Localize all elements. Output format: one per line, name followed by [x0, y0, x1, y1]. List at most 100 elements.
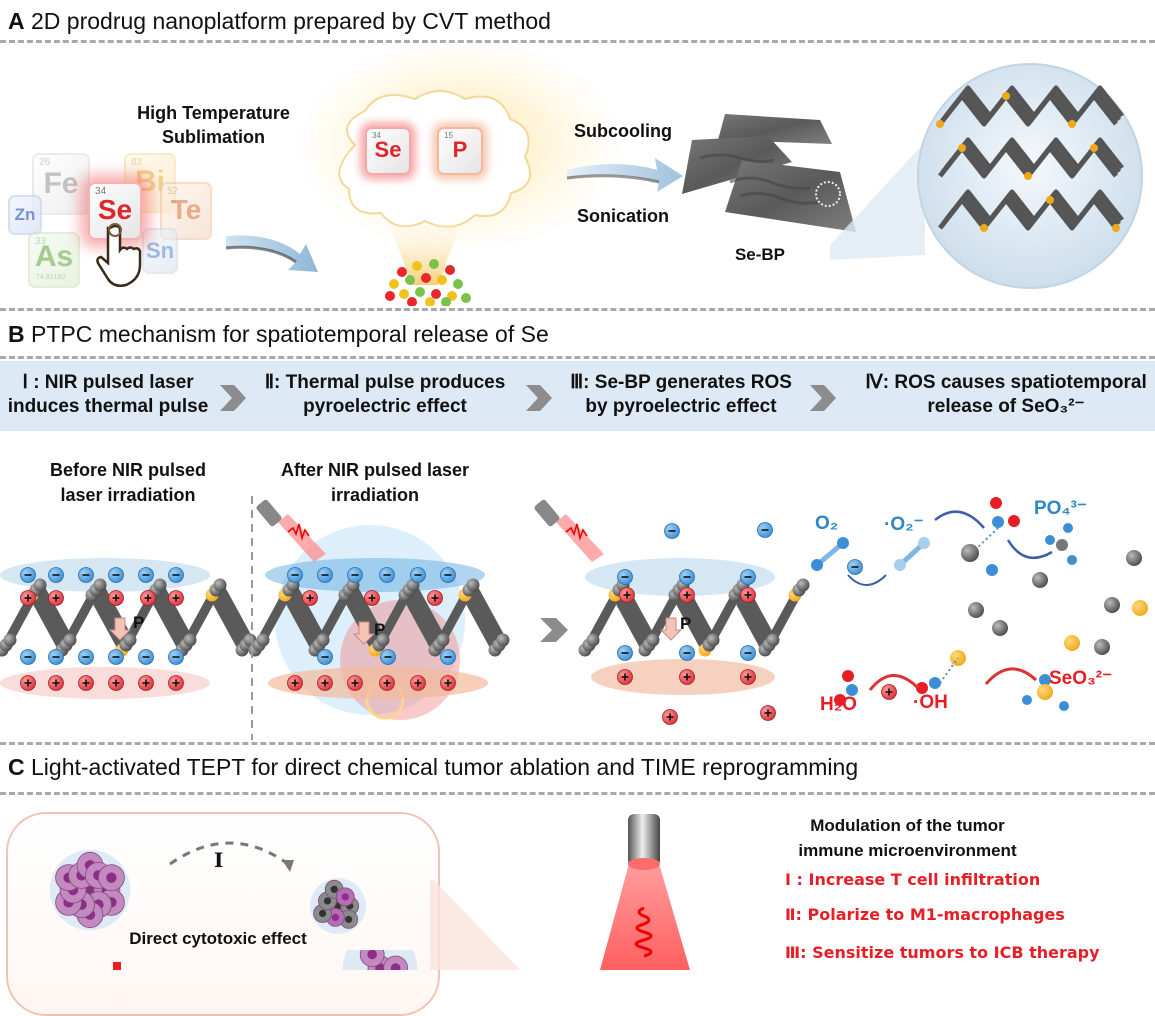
- polarization-arrow-icon: [108, 617, 132, 641]
- element-tile-se-selected[interactable]: 34 Se: [88, 182, 142, 240]
- atom: [916, 682, 928, 694]
- se-atom: [1112, 224, 1120, 232]
- chevron-right-icon: [526, 385, 552, 411]
- atom: [986, 564, 998, 576]
- atom: [405, 275, 415, 285]
- atom: [441, 297, 451, 306]
- section-a-title: A 2D prodrug nanoplatform prepared by CV…: [8, 8, 551, 35]
- atom: [256, 633, 270, 647]
- charge-layer: [0, 667, 210, 699]
- cell-nucleus: [367, 950, 377, 960]
- tme-title-line-1: Modulation of the tumor: [810, 816, 1005, 835]
- section-b-letter: B: [8, 321, 25, 347]
- species-hydroxyl-label: ·OH: [913, 692, 948, 713]
- reaction-arrow: [868, 674, 920, 691]
- atom: [1094, 639, 1110, 655]
- cytotoxic-item-marker: [113, 962, 121, 970]
- atom: [496, 633, 510, 647]
- after-line-2: irradiation: [330, 485, 419, 505]
- section-b-text: PTPC mechanism for spatiotemporal releas…: [31, 321, 549, 347]
- step-line-1: Ⅳ: ROS causes spatiotemporal: [865, 372, 1147, 393]
- lattice-bond: [944, 85, 1124, 119]
- atom: [399, 289, 409, 299]
- atom: [385, 291, 395, 301]
- se-atom: [936, 120, 944, 128]
- se-atom: [1002, 92, 1010, 100]
- atom: [646, 633, 660, 647]
- section-a-letter: A: [8, 8, 25, 34]
- reaction-arrow: [934, 510, 985, 529]
- tile-symbol: P: [452, 137, 468, 162]
- atom: [766, 633, 780, 647]
- atom: [376, 633, 390, 647]
- dead-tumor-cluster: [310, 878, 366, 934]
- step-line-1: Ⅱ: Thermal pulse produces: [264, 372, 506, 393]
- atom: [1037, 684, 1053, 700]
- atom: [842, 670, 854, 682]
- polarization-label: P: [133, 613, 145, 632]
- atom: [425, 297, 435, 306]
- atom: [811, 559, 823, 571]
- atom: [1063, 523, 1073, 533]
- atom: [437, 275, 447, 285]
- tme-item-1: Ⅰ : Increase T cell infiltration: [785, 870, 1041, 889]
- laser-icon: [256, 499, 282, 527]
- after-irradiation-label: After NIR pulsed laser irradiation: [250, 458, 500, 508]
- atom-pile: [385, 259, 471, 306]
- se-atom: [1046, 196, 1054, 204]
- after-line-1: After NIR pulsed laser: [280, 460, 470, 480]
- section-c-text: Light-activated TEPT for direct chemical…: [31, 754, 859, 780]
- nir-laser-icon: [600, 814, 690, 970]
- species-water-label: H₂O: [820, 694, 857, 715]
- sublimation-beam: [390, 225, 460, 285]
- tme-item-2: Ⅱ: Polarize to M1-macrophages: [785, 905, 1065, 924]
- atom: [3, 633, 17, 647]
- tile-symbol: Se: [97, 194, 133, 225]
- atom: [1008, 515, 1020, 527]
- atom: [93, 578, 107, 592]
- process-arrow-icon: [566, 158, 683, 192]
- tile-number: 52: [167, 186, 179, 197]
- chevron-right-icon: [220, 385, 246, 411]
- species-phosphate-label: PO₄³⁻: [1034, 498, 1087, 519]
- polarization-label: P: [680, 614, 692, 633]
- divider: [0, 356, 1155, 359]
- species-o2-label: O₂: [815, 513, 839, 534]
- atom: [990, 497, 1002, 509]
- panel-connector: [430, 880, 520, 970]
- step-line-2: pyroelectric effect: [303, 396, 467, 417]
- atom: [1022, 695, 1032, 705]
- species-superoxide-label: ·O₂⁻: [884, 514, 924, 535]
- cell-nucleus: [106, 872, 117, 883]
- step-line-1: Ⅲ: Se-BP generates ROS: [570, 372, 792, 393]
- section-c-letter: C: [8, 754, 25, 780]
- reaction-arrow: [984, 667, 1038, 685]
- element-tile-zn: Zn: [8, 195, 42, 235]
- tumor-cell: [383, 955, 408, 970]
- se-atom: [1090, 144, 1098, 152]
- atom: [837, 537, 849, 549]
- tile-symbol: Fe: [43, 167, 79, 200]
- dashed-arrow-icon: [169, 841, 294, 872]
- pulse-wave: [565, 523, 588, 541]
- reaction-arrow: [847, 574, 887, 586]
- before-line-1: Before NIR pulsed: [49, 460, 207, 480]
- atom: [1056, 539, 1068, 551]
- atom: [961, 544, 979, 562]
- se-atom: [1068, 120, 1076, 128]
- reaction-arrow: [1006, 539, 1053, 560]
- magnified-lattice: [830, 63, 1143, 289]
- tile-number: 34: [95, 186, 107, 197]
- tile-number: 83: [131, 157, 143, 168]
- tile-symbol: As: [34, 240, 74, 273]
- pyroelectric-mechanism-illustration: [0, 496, 1148, 740]
- atom: [436, 633, 450, 647]
- charge-layer: [268, 667, 488, 699]
- mechanism-steps-banner: Ⅰ : NIR pulsed laser induces thermal pul…: [0, 361, 1155, 431]
- tile-symbol: Se: [374, 137, 402, 162]
- chevron-right-icon: [810, 385, 836, 411]
- atom: [968, 602, 984, 618]
- atom: [397, 267, 407, 277]
- atom: [1132, 600, 1148, 616]
- step-line-2: by pyroelectric effect: [585, 396, 777, 417]
